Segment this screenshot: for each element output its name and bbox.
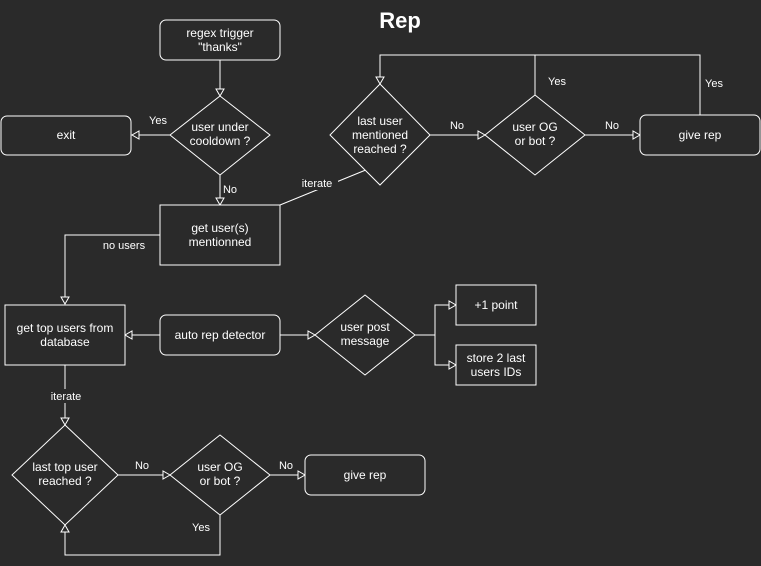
svg-text:user post: user post bbox=[340, 320, 390, 334]
edge-userpost-storeids bbox=[434, 335, 449, 366]
svg-text:give rep: give rep bbox=[679, 128, 722, 142]
node-regex-trigger: regex trigger "thanks" bbox=[159, 19, 281, 61]
svg-text:message: message bbox=[341, 334, 390, 348]
node-last-top-user-decision: last top user reached ? bbox=[11, 424, 119, 526]
label-ogtop-no: No bbox=[605, 120, 619, 132]
node-last-user-decision: last user mentioned reached ? bbox=[329, 83, 431, 186]
label-no-users: no users bbox=[103, 240, 146, 252]
svg-text:reached ?: reached ? bbox=[38, 474, 92, 488]
svg-text:user under: user under bbox=[191, 120, 248, 134]
svg-text:users IDs: users IDs bbox=[471, 365, 522, 379]
label-ogbottom-no: No bbox=[279, 460, 293, 472]
svg-text:last top user: last top user bbox=[32, 460, 97, 474]
label-ogbottom-yes: Yes bbox=[192, 522, 210, 534]
node-og-bot-top-decision: user OG or bot ? bbox=[484, 94, 586, 176]
svg-text:cooldown ?: cooldown ? bbox=[190, 134, 251, 148]
svg-text:user OG: user OG bbox=[512, 120, 557, 134]
svg-text:reached ?: reached ? bbox=[353, 142, 407, 156]
node-store-user-ids: store 2 last users IDs bbox=[455, 344, 537, 386]
label-cooldown-yes: Yes bbox=[149, 115, 167, 127]
label-iterate-bottom: iterate bbox=[51, 391, 82, 403]
svg-text:database: database bbox=[40, 335, 90, 349]
node-exit: exit bbox=[0, 115, 132, 156]
svg-text:mentionned: mentionned bbox=[189, 235, 252, 249]
svg-text:auto rep detector: auto rep detector bbox=[175, 328, 266, 342]
node-auto-rep-detector: auto rep detector bbox=[159, 314, 281, 356]
svg-text:user OG: user OG bbox=[197, 460, 242, 474]
svg-text:store 2 last: store 2 last bbox=[467, 351, 526, 365]
label-iterate-top: iterate bbox=[302, 178, 333, 190]
edge-getusers-topusers bbox=[64, 234, 160, 297]
svg-text:"thanks": "thanks" bbox=[198, 40, 242, 54]
label-lastuser-no: No bbox=[450, 120, 464, 132]
node-og-bot-bottom-decision: user OG or bot ? bbox=[169, 434, 271, 516]
diagram-title: Rep bbox=[379, 8, 421, 33]
svg-text:get user(s): get user(s) bbox=[191, 221, 248, 235]
label-cooldown-no: No bbox=[223, 184, 237, 196]
svg-text:last user: last user bbox=[357, 114, 402, 128]
node-cooldown-decision: user under cooldown ? bbox=[169, 95, 271, 176]
edge-userpost-plusone bbox=[415, 304, 449, 336]
node-plus-one-point: +1 point bbox=[455, 284, 537, 326]
node-user-post-decision: user post message bbox=[314, 294, 416, 376]
label-ogtop-yes: Yes bbox=[548, 76, 566, 88]
node-get-users: get user(s) mentionned bbox=[159, 204, 281, 266]
node-give-rep-bottom: give rep bbox=[304, 454, 426, 496]
edge-ogbottom-lasttop bbox=[64, 515, 221, 556]
label-giverep-yes: Yes bbox=[705, 78, 723, 90]
edge-ogtop-lastuser bbox=[379, 54, 536, 95]
node-give-rep-top: give rep bbox=[639, 114, 761, 156]
node-get-top-users: get top users from database bbox=[4, 304, 126, 366]
svg-text:+1 point: +1 point bbox=[474, 298, 518, 312]
edge-giverep-lastuser bbox=[535, 54, 701, 115]
svg-text:give rep: give rep bbox=[344, 468, 387, 482]
label-lasttop-no: No bbox=[135, 460, 149, 472]
svg-text:get top users from: get top users from bbox=[17, 321, 114, 335]
svg-text:or bot ?: or bot ? bbox=[200, 474, 241, 488]
svg-text:exit: exit bbox=[57, 128, 76, 142]
svg-text:regex trigger: regex trigger bbox=[186, 26, 253, 40]
svg-text:mentioned: mentioned bbox=[352, 128, 408, 142]
svg-text:or bot ?: or bot ? bbox=[515, 134, 556, 148]
